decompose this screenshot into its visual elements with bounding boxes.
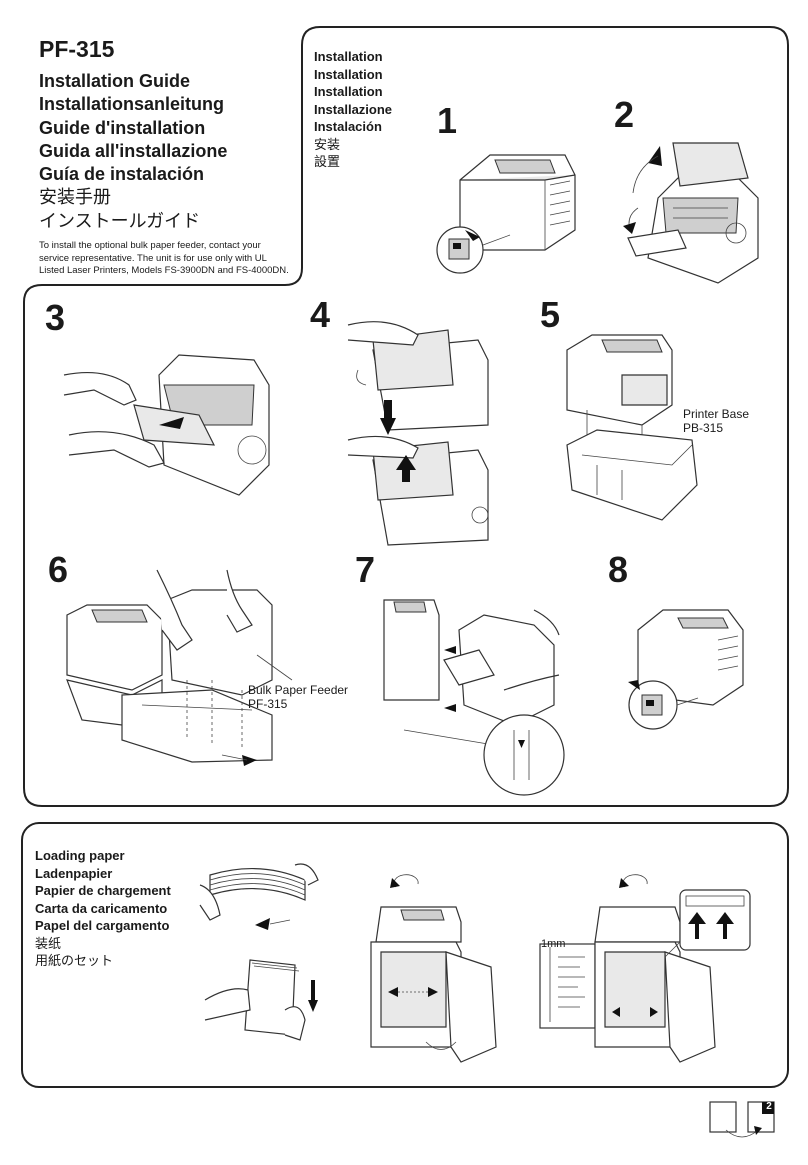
loading-headings: Loading paper Ladenpapier Papier de char… — [35, 847, 171, 970]
step1-printer-illustration — [436, 154, 576, 274]
step-number-7: 7 — [355, 549, 376, 590]
step-number-1: 1 — [437, 100, 458, 141]
installation-heading: Installation — [314, 66, 383, 82]
model-title: PF-315 — [39, 36, 115, 62]
bulk-feeder-label: Bulk Paper Feeder PF-315 — [248, 683, 349, 711]
step-number-8: 8 — [608, 549, 629, 590]
step7-illustration — [383, 599, 565, 796]
guide-title: Guía de instalación — [39, 164, 205, 185]
mm-label: 1mm — [541, 938, 566, 950]
step-number-2: 2 — [614, 94, 635, 135]
step3-illustration — [63, 354, 270, 496]
step-number-4: 4 — [310, 294, 331, 335]
installation-heading: Installazione — [314, 101, 393, 117]
installation-heading: Instalación — [314, 119, 382, 134]
step-number-3: 3 — [45, 297, 66, 338]
step11-illustration — [539, 874, 751, 1063]
step4-illustration — [347, 321, 489, 546]
installation-heading: Installation — [314, 49, 383, 64]
installation-headings: Installation Installation Installation I… — [314, 48, 392, 171]
page-number: 2 — [766, 1101, 772, 1112]
step2-printer-illustration — [623, 142, 759, 284]
loading-heading: 用紙のセット — [35, 953, 114, 968]
guide-title: Installationsanleitung — [39, 94, 225, 115]
guide-title: インストールガイド — [39, 210, 201, 231]
step6-illustration — [66, 569, 293, 766]
step8-illustration — [628, 609, 744, 730]
installation-heading: 設置 — [314, 154, 341, 169]
installation-heading: 安装 — [314, 136, 341, 152]
guide-title: Installation Guide — [39, 71, 191, 91]
guide-title-list: Installation Guide Installationsanleitun… — [39, 70, 227, 233]
guide-title: Guida all'installazione — [39, 140, 228, 161]
step10-illustration — [370, 874, 497, 1063]
installation-frame — [23, 26, 789, 807]
loading-heading: Papel del cargamento — [35, 918, 170, 933]
step-number-5: 5 — [540, 294, 561, 335]
loading-heading: 装纸 — [35, 935, 62, 951]
installation-heading: Installation — [314, 84, 383, 99]
loading-heading: Ladenpapier — [35, 865, 113, 881]
page-turn-icon — [709, 1101, 775, 1138]
guide-title: Guide d'installation — [39, 117, 206, 138]
guide-title: 安装手册 — [39, 187, 111, 208]
loading-heading: Loading paper — [35, 848, 125, 863]
step9-illustration — [199, 863, 319, 1041]
step-number-6: 6 — [48, 549, 69, 590]
loading-heading: Carta da caricamento — [35, 900, 168, 916]
step5-illustration — [566, 334, 698, 521]
title-block: PF-315 Installation Guide Installationsa… — [0, 0, 302, 286]
install-note: To install the optional bulk paper feede… — [39, 240, 289, 276]
printer-base-label: Printer Base PB-315 — [683, 407, 750, 435]
loading-heading: Papier de chargement — [35, 883, 171, 898]
